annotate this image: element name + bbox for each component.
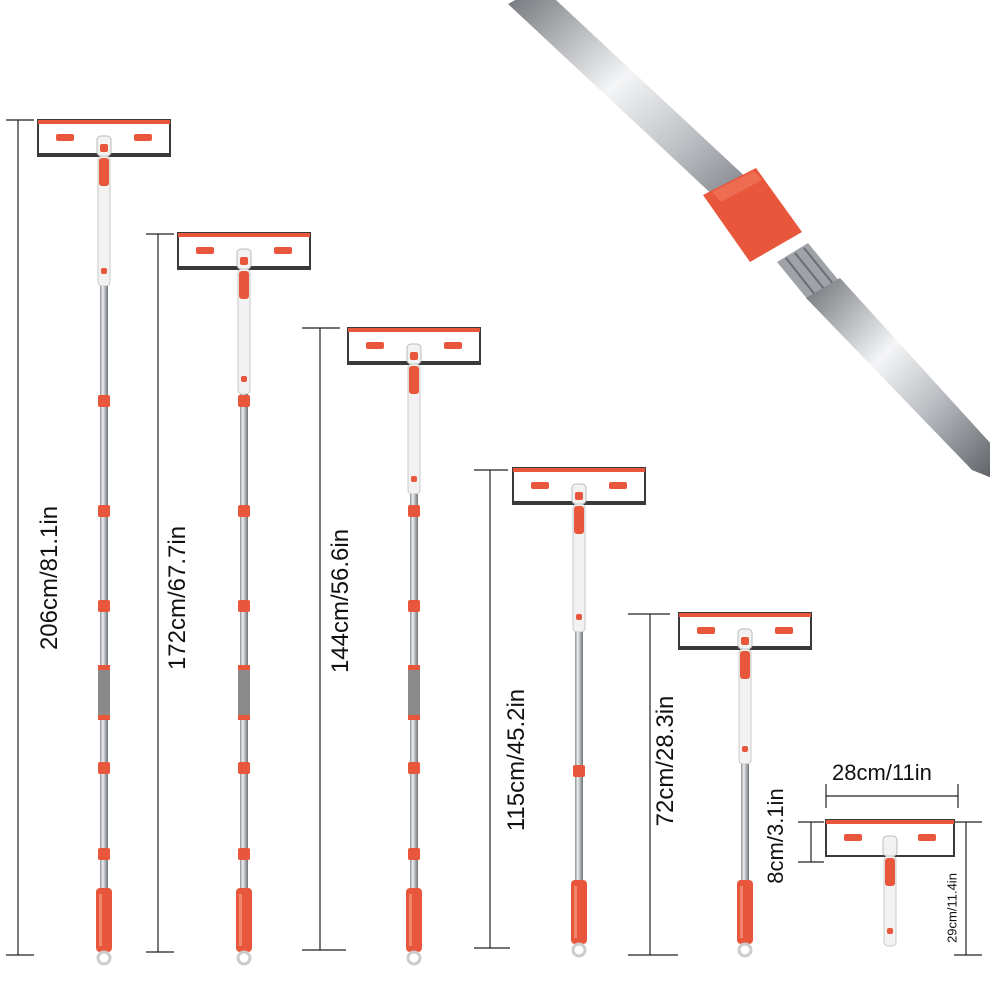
closeup-upper-tube: [508, 0, 781, 228]
mop-head-clip-right: [274, 247, 292, 254]
label-206cm: 206cm/81.1in: [36, 505, 63, 651]
pole-collar: [98, 395, 110, 407]
pole-grip: [98, 665, 110, 720]
bottom-handle: [96, 888, 112, 952]
label-172cm: 172cm/67.7in: [164, 525, 191, 671]
pole-grip: [238, 665, 250, 720]
steel-pole: [100, 286, 108, 888]
mop-72cm: [678, 612, 812, 958]
steel-pole: [741, 764, 749, 880]
hanging-loop: [96, 950, 112, 966]
pole-collar: [238, 395, 250, 407]
pole-collar: [573, 765, 585, 777]
mop-206cm: [37, 119, 171, 966]
closeup-threaded-joint: [777, 243, 840, 300]
pole-collar: [98, 848, 110, 860]
pole-collar: [98, 505, 110, 517]
swivel-joint: [882, 835, 898, 857]
pole-collar: [98, 600, 110, 612]
mop-head-clip-right: [444, 342, 462, 349]
pole-closeup: [508, 0, 990, 478]
pole-collar: [238, 505, 250, 517]
label-72cm: 72cm/28.3in: [652, 695, 679, 827]
bottom-handle: [571, 880, 587, 944]
mop-head-clip-left: [697, 627, 715, 634]
pole-collar: [408, 848, 420, 860]
mop-short: [825, 819, 955, 947]
closeup-lower-tube: [806, 278, 990, 478]
mop-115cm: [512, 467, 646, 958]
pole-collar: [408, 762, 420, 774]
mop-head-clip-left: [366, 342, 384, 349]
mop-head-clip-right: [775, 627, 793, 634]
label-115cm: 115cm/45.2in: [503, 688, 530, 832]
label-short-total: 29cm/11.4in: [944, 873, 960, 943]
mop-head-clip-right: [918, 834, 936, 841]
mop-head-clip-left: [531, 482, 549, 489]
pole-collar: [408, 505, 420, 517]
label-head-height: 8cm/3.1in: [763, 788, 788, 884]
pole-collar: [98, 762, 110, 774]
pole-grip: [408, 665, 420, 720]
pole-collar: [238, 848, 250, 860]
label-144cm: 144cm/56.6in: [327, 528, 354, 674]
mop-144cm: [347, 327, 481, 966]
steel-pole: [240, 394, 248, 888]
dimension-lines: [6, 119, 982, 956]
hanging-loop: [737, 942, 753, 958]
bottom-handle: [236, 888, 252, 952]
mop-head-clip-left: [196, 247, 214, 254]
mop-head-clip-left: [56, 134, 74, 141]
mop-head-clip-right: [134, 134, 152, 141]
steel-pole: [575, 632, 583, 880]
pole-collar: [238, 762, 250, 774]
pole-collar: [238, 600, 250, 612]
bottom-handle: [406, 888, 422, 952]
bottom-handle: [737, 880, 753, 944]
mop-172cm: [177, 232, 311, 966]
mop-head-clip-right: [609, 482, 627, 489]
hanging-loop: [571, 942, 587, 958]
hanging-loop: [236, 950, 252, 966]
mop-head-clip-left: [844, 834, 862, 841]
hanging-loop: [406, 950, 422, 966]
pole-collar: [408, 600, 420, 612]
label-head-width: 28cm/11in: [832, 760, 932, 785]
